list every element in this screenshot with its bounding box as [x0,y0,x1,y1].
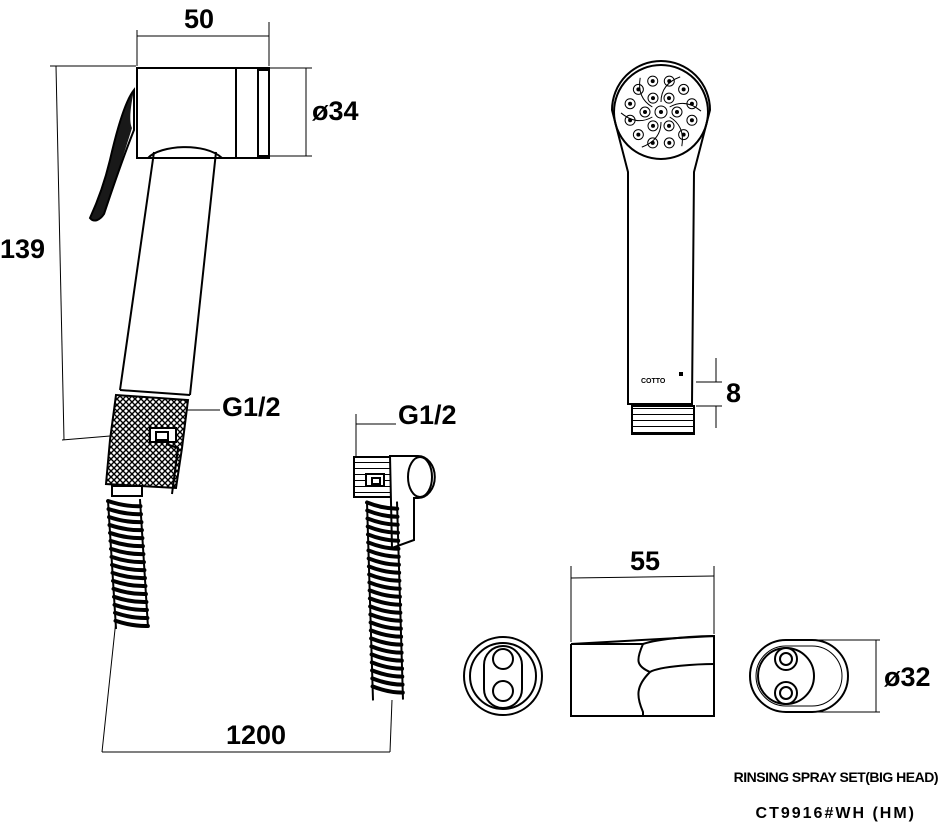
dim-holder-diameter: ø32 [884,662,931,692]
spray-head-side-view [88,67,270,630]
thread-connector [631,405,695,435]
dim-thread-length: 8 [726,378,741,408]
dim-head-diameter: ø34 [312,96,359,126]
knurled-nut [104,393,190,490]
product-code: CT9916#WH (HM) [756,805,916,822]
holder-side-view [570,634,715,717]
dim-width-top: 50 [184,4,214,34]
product-name: RINSING SPRAY SET(BIG HEAD) [734,769,938,785]
dim-hose-length: 1200 [226,720,286,750]
brand-logo: COTTO [641,378,666,385]
handle-front [610,60,712,405]
spray-head-front-view: COTTO [610,60,712,435]
dim-height-total: 139 [0,234,45,264]
spray-face-ring [257,69,270,157]
holder-back-view [749,639,849,713]
holder-front-view [463,636,543,716]
dim-holder-width: 55 [630,546,660,576]
handle-body [119,151,217,396]
dim-thread-left: G1/2 [222,392,281,422]
hose-coil-left [106,485,150,630]
spray-head-block [136,67,270,159]
spray-face [613,64,709,160]
dimension-lines [50,22,880,753]
hose-with-elbow [353,455,436,701]
dim-thread-hose: G1/2 [398,400,457,430]
spray-nozzles [620,75,702,149]
hose-coil-middle [365,500,405,701]
